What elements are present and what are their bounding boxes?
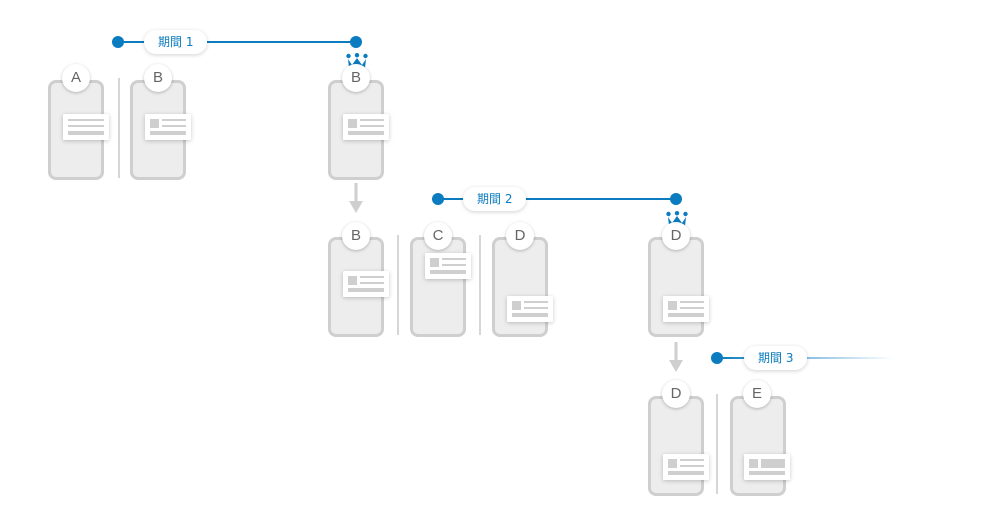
period-2-start-dot [432, 193, 444, 205]
period-3-start-dot [711, 352, 723, 364]
period-1-end-dot [350, 36, 362, 48]
ad-card-icon [663, 296, 709, 322]
period-2-end-dot [670, 193, 682, 205]
ad-card-icon [425, 253, 471, 279]
ad-card-icon [145, 114, 191, 140]
period-2-timeline [438, 198, 676, 200]
phone-divider [716, 394, 718, 494]
phone-b-label: B [144, 64, 172, 92]
phone-d-winner-period-2 [648, 237, 704, 337]
ad-card-icon [663, 454, 709, 480]
phone-c-label: C [424, 222, 452, 250]
ad-card-icon [343, 271, 389, 297]
phone-divider [479, 235, 481, 335]
phone-d-period-2 [492, 237, 548, 337]
phone-d-winner-label: D [662, 222, 690, 250]
down-arrow-icon [669, 342, 683, 372]
period-1-start-dot [112, 36, 124, 48]
phone-d-label: D [506, 222, 534, 250]
period-1-timeline [118, 41, 356, 43]
phone-e-period-3 [730, 396, 786, 496]
period-1-label: 期間 1 [144, 30, 208, 54]
phone-e-label: E [743, 380, 771, 408]
phone-b-label-2: B [342, 222, 370, 250]
ad-card-icon [744, 454, 790, 480]
ad-card-icon [343, 114, 389, 140]
phone-d-period-3 [648, 396, 704, 496]
phone-c-period-2 [410, 237, 466, 337]
ad-card-icon [63, 114, 109, 140]
phone-divider [397, 235, 399, 335]
phone-b-winner-label: B [342, 64, 370, 92]
down-arrow-icon [349, 183, 363, 213]
ad-card-icon [507, 296, 553, 322]
period-3-label: 期間 3 [744, 346, 808, 370]
period-2-label: 期間 2 [463, 187, 527, 211]
phone-a-label: A [62, 64, 90, 92]
phone-d-label-3: D [662, 380, 690, 408]
phone-divider [118, 78, 120, 178]
